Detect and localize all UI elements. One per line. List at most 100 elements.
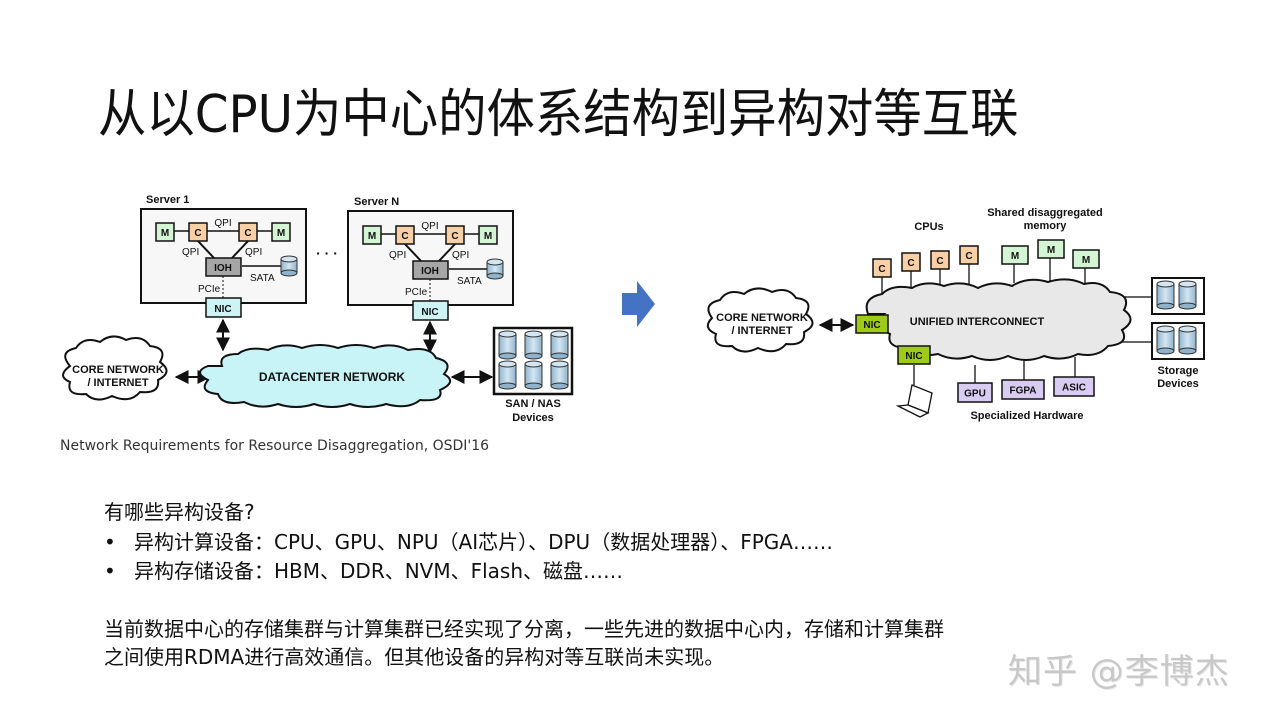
cpu-block: C [901, 252, 921, 272]
bullet-marker: • [104, 530, 116, 554]
disk-icon [1156, 325, 1175, 355]
nic-block [205, 297, 242, 318]
cpu-block-label: C [878, 264, 885, 275]
disk-icon [486, 258, 504, 280]
ioh-block [205, 257, 242, 277]
laptop-icon [895, 384, 933, 418]
qpi-label: QPI [214, 218, 231, 229]
disk-icon [524, 330, 543, 360]
cpu-block [445, 225, 465, 245]
bullet-text: 异构存储设备：HBM、DDR、NVM、Flash、磁盘…… [134, 559, 624, 583]
specialized-hw-block-label: GPU [964, 389, 986, 400]
qpi-label: QPI [421, 221, 438, 232]
memory-label: M [161, 228, 169, 239]
specialized-hw-block-label: ASIC [1062, 383, 1086, 394]
qpi-label: QPI [452, 250, 469, 261]
nic-label: NIC [905, 351, 922, 362]
core-network-cloud: CORE NETWORK / INTERNET [62, 335, 168, 401]
core-network-label: CORE NETWORK [716, 312, 808, 324]
cpu-block-label: C [907, 258, 914, 269]
specialized-hw-block: ASIC [1053, 376, 1095, 397]
sata-label: SATA [457, 276, 482, 287]
ioh-label: IOH [421, 266, 439, 277]
bullet-item: • 异构计算设备：CPU、GPU、NPU（AI芯片）、DPU（数据处理器）、FPG… [104, 526, 833, 555]
nic-block [897, 345, 931, 365]
disk-icon [1156, 280, 1175, 310]
nic-label: NIC [214, 304, 231, 315]
disk-icon [1178, 280, 1197, 310]
question-heading: 有哪些异构设备? [104, 500, 255, 524]
pcie-label: PCIe [405, 287, 428, 298]
bullet-text: 异构计算设备：CPU、GPU、NPU（AI芯片）、DPU（数据处理器）、FPGA… [134, 530, 833, 554]
watermark: 知乎 @李博杰 [1008, 652, 1230, 692]
cpu-label: C [194, 228, 201, 239]
cpu-label: C [244, 228, 251, 239]
bullet-marker: • [104, 559, 116, 583]
memory-label: M [277, 228, 285, 239]
cpu-block-label: C [936, 256, 943, 267]
cpu-block [188, 222, 208, 242]
pcie-label: PCIe [198, 284, 221, 295]
ioh-label: IOH [214, 263, 232, 274]
memory-block-label: M [1082, 255, 1090, 266]
san-nas-storage: SAN / NAS Devices [492, 326, 574, 424]
core-network-label: CORE NETWORK [72, 364, 164, 376]
qpi-label: QPI [389, 250, 406, 261]
cpus-label: CPUs [914, 221, 943, 233]
server-1-label: Server 1 [146, 194, 189, 206]
specialized-hw-block-label: FGPA [1009, 386, 1036, 397]
memory-block: M [1037, 239, 1065, 259]
bullet-item: • 异构存储设备：HBM、DDR、NVM、Flash、磁盘…… [104, 555, 623, 584]
disk-icon [280, 255, 298, 277]
server-1: Server 1 M C C M QPI QPI QPI IOH SATA PC… [140, 194, 307, 318]
cpu-block: C [872, 258, 892, 278]
nic-label: NIC [863, 320, 880, 331]
disk-icon [1178, 325, 1197, 355]
cpu-block: C [959, 245, 979, 265]
core-network-label: / INTERNET [87, 377, 148, 389]
datacenter-network-label: DATACENTER NETWORK [259, 370, 406, 384]
server-n-label: Server N [354, 196, 399, 208]
cpu-block-label: C [965, 251, 972, 262]
memory-label: M [368, 231, 376, 242]
storage-devices-label: Storage [1158, 365, 1199, 377]
nic-block [412, 300, 449, 321]
memory-block-label: M [1047, 245, 1055, 256]
memory-block: M [1001, 245, 1029, 265]
cpu-block: C [930, 250, 950, 270]
figure-caption: Network Requirements for Resource Disagg… [60, 438, 490, 454]
ellipsis: · · · [316, 245, 338, 261]
storage-devices: Storage Devices [1151, 277, 1205, 390]
nic-label: NIC [421, 307, 438, 318]
specialized-hardware-label: Specialized Hardware [970, 410, 1083, 422]
memory-block [362, 225, 382, 245]
cpu-block [395, 225, 415, 245]
paragraph-line: 之间使用RDMA进行高效通信。但其他设备的异构对等互联尚未实现。 [104, 645, 725, 669]
nic-block [855, 314, 889, 334]
datacenter-network-cloud: DATACENTER NETWORK [199, 344, 451, 408]
memory-group-label: Shared disaggregated [987, 207, 1103, 219]
disk-icon [498, 330, 517, 360]
memory-block [155, 222, 175, 242]
right-core-network-cloud: CORE NETWORK / INTERNET [706, 287, 814, 353]
cpu-block [238, 222, 258, 242]
core-network-label: / INTERNET [731, 325, 792, 337]
qpi-label: QPI [182, 247, 199, 258]
sata-label: SATA [250, 273, 275, 284]
interconnect-label: UNIFIED INTERCONNECT [910, 316, 1045, 328]
slide-title: 从以CPU为中心的体系结构到异构对等互联 [98, 85, 1019, 145]
cpu-label: C [401, 231, 408, 242]
specialized-hw-block: GPU [957, 382, 993, 403]
memory-group-label: memory [1024, 220, 1068, 232]
ioh-block [412, 260, 449, 280]
right-arrow-icon [622, 281, 655, 327]
server-n: Server N M C C M QPI QPI QPI IOH SATA PC… [347, 196, 514, 321]
memory-block [478, 225, 498, 245]
disk-icon [524, 360, 543, 390]
san-nas-label: SAN / NAS [505, 398, 561, 410]
specialized-hw-block: FGPA [1001, 379, 1045, 400]
disk-icon [550, 360, 569, 390]
paragraph-line: 当前数据中心的存储集群与计算集群已经实现了分离，一些先进的数据中心内，存储和计算… [104, 617, 944, 641]
memory-block [271, 222, 291, 242]
san-nas-label: Devices [512, 412, 554, 424]
